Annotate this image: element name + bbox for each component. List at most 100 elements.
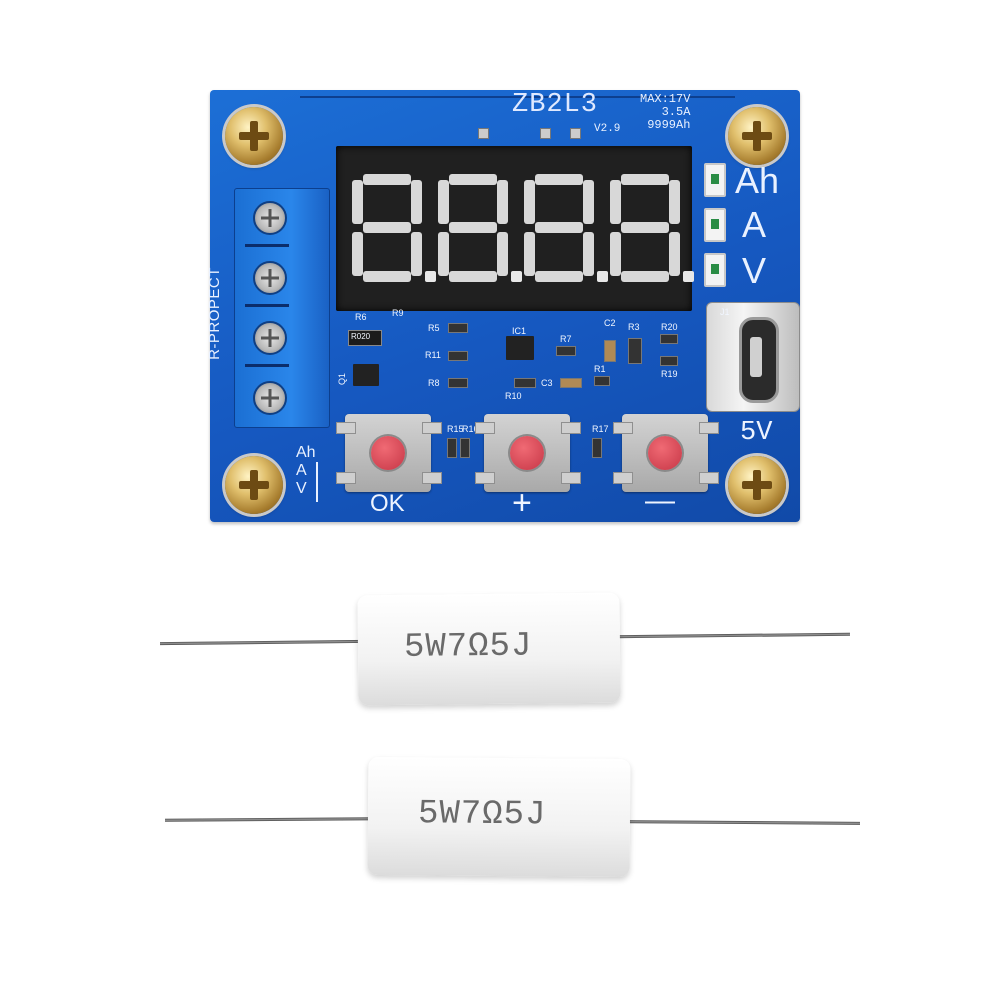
mosfet-chip	[353, 364, 379, 386]
usb-c-connector[interactable]	[706, 302, 800, 412]
unit-label-v: V	[742, 250, 767, 291]
smd-resistor	[660, 334, 678, 344]
component-label: R5	[428, 323, 440, 333]
component-label: J1	[720, 307, 730, 317]
usb-c-tongue	[750, 337, 762, 377]
ok-label: OK	[370, 490, 405, 517]
unit-label-ah: Ah	[735, 160, 780, 201]
component-label: IC1	[512, 326, 527, 336]
component-label: R10	[505, 391, 522, 401]
side-unit-v: V	[296, 480, 307, 497]
component-label: C3	[541, 378, 553, 388]
plus-label: +	[512, 484, 532, 522]
terminal-divider	[245, 364, 289, 367]
component-label: R3	[628, 322, 640, 332]
smd-resistor	[592, 438, 602, 458]
side-unit-a: A	[296, 462, 307, 479]
usb-voltage-label: 5V	[740, 418, 773, 448]
ic-chip	[506, 336, 534, 360]
side-unit-ah: Ah	[296, 444, 316, 461]
mounting-screw	[728, 456, 786, 514]
smd-resistor	[594, 376, 610, 386]
header-pad	[570, 128, 581, 139]
button-pin	[613, 472, 633, 484]
resistor-lead	[159, 639, 366, 646]
display-digit	[352, 174, 436, 282]
unit-led-a	[704, 208, 726, 242]
seven-segment-display	[336, 146, 694, 311]
header-pad	[478, 128, 489, 139]
smd-resistor	[460, 438, 470, 458]
component-label: R11	[425, 350, 441, 360]
arrow-down-icon	[316, 462, 318, 502]
smd-resistor	[448, 323, 468, 333]
button-pin	[561, 472, 581, 484]
minus-button[interactable]	[622, 414, 708, 492]
component-label: R1	[594, 364, 606, 374]
smd-resistor	[448, 351, 468, 361]
screw-terminal-block	[234, 188, 330, 428]
display-digit	[438, 174, 522, 282]
button-pin	[422, 472, 442, 484]
resistor-lead	[619, 820, 861, 825]
resistor-lead	[614, 632, 851, 639]
smd-capacitor	[604, 340, 616, 362]
component-label: R19	[661, 369, 678, 379]
minus-label: —	[645, 484, 675, 517]
component-label: R7	[560, 334, 572, 344]
shunt-resistor	[348, 330, 382, 346]
terminal-divider	[245, 244, 289, 247]
component-label: R8	[428, 378, 440, 388]
spec-line: MAX:17V	[640, 92, 691, 106]
spec-line: 3.5A	[661, 105, 691, 119]
smd-capacitor	[560, 378, 582, 388]
button-pin	[699, 472, 719, 484]
button-pin	[422, 422, 442, 434]
plus-button[interactable]	[484, 414, 570, 492]
unit-led-ah	[704, 163, 726, 197]
component-label: R17	[592, 424, 609, 434]
model-label: ZB2L3	[512, 90, 599, 120]
version-label: V2.9	[594, 123, 621, 135]
terminal-screw[interactable]	[253, 261, 287, 295]
button-pin	[613, 422, 633, 434]
shunt-marking: R020	[351, 332, 371, 341]
ok-button[interactable]	[345, 414, 431, 492]
component-label: R9	[392, 308, 404, 318]
button-pin	[475, 472, 495, 484]
smd-resistor	[448, 378, 468, 388]
spec-line: 9999Ah	[647, 118, 691, 132]
terminal-screw[interactable]	[253, 381, 287, 415]
smd-resistor	[514, 378, 536, 388]
smd-resistor	[660, 356, 678, 366]
mounting-screw	[225, 456, 283, 514]
resistor-lead	[164, 817, 376, 822]
resistor-marking: 5W7Ω5J	[417, 795, 547, 835]
smd-resistor	[447, 438, 457, 458]
component-label: R20	[661, 322, 678, 332]
ceramic-resistor: 5W7Ω5J	[367, 756, 631, 878]
smd-resistor	[556, 346, 576, 356]
display-digit	[610, 174, 694, 282]
board-trace	[300, 96, 735, 160]
terminal-divider	[245, 304, 289, 307]
button-pin	[336, 472, 356, 484]
component-label: Q1	[337, 372, 348, 386]
mounting-screw	[225, 107, 283, 165]
usb-c-port	[739, 317, 779, 403]
terminal-screw[interactable]	[253, 321, 287, 355]
unit-led-v	[704, 253, 726, 287]
button-cap[interactable]	[510, 436, 544, 470]
resistor-marking: 5W7Ω5J	[403, 627, 533, 667]
button-pin	[475, 422, 495, 434]
smd-resistor	[628, 338, 642, 364]
button-pin	[336, 422, 356, 434]
button-pin	[699, 422, 719, 434]
button-pin	[561, 422, 581, 434]
button-cap[interactable]	[648, 436, 682, 470]
terminal-screw[interactable]	[253, 201, 287, 235]
button-cap[interactable]	[371, 436, 405, 470]
component-label: R15	[447, 424, 464, 434]
component-label: R16	[462, 424, 479, 434]
unit-label-a: A	[742, 204, 767, 245]
